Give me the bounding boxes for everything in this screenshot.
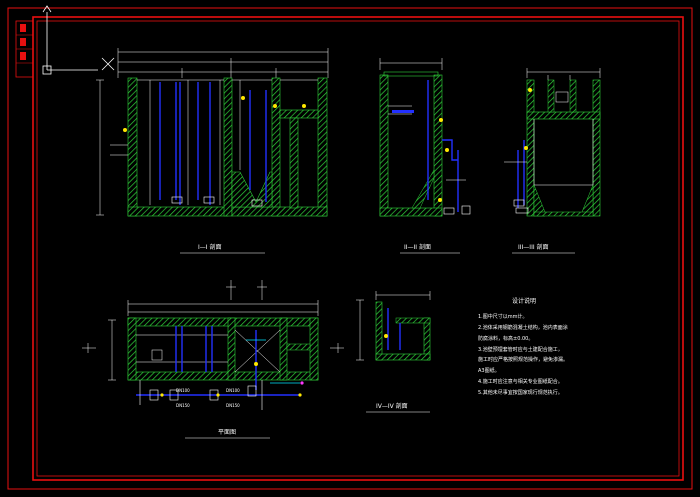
plan-pipe-label-1: DN100	[176, 388, 190, 393]
section-1-drawing: I—I 剖面	[96, 48, 329, 254]
plan-pipe-label-2: DN150	[176, 403, 190, 408]
section-1-title: I—I 剖面	[198, 243, 221, 251]
note-line-1: 1.图中尺寸以mm计。	[478, 313, 528, 320]
title-strip	[15, 20, 34, 78]
ucs-axis-icon	[42, 5, 115, 75]
note-line-7: 4.施工时应注意与相关专业图纸配合。	[478, 378, 563, 385]
section-4-drawing: IV—IV 剖面	[356, 291, 431, 413]
note-line-5: 施工时应严格按照规范操作，避免渗漏。	[478, 356, 568, 363]
note-line-8: 5.其他未尽事宜按国家现行规范执行。	[478, 389, 563, 396]
section-2-drawing: II—II 剖面	[379, 58, 471, 254]
plan-view-drawing: DN100 DN150 DN100 DN150 平面图	[82, 280, 344, 439]
section-3-drawing: III—III 剖面	[504, 68, 601, 254]
note-line-2: 2.池体采用钢筋混凝土结构，池内表面涂	[478, 324, 568, 331]
design-notes: 设计说明 1.图中尺寸以mm计。 2.池体采用钢筋混凝土结构，池内表面涂 防腐涂…	[478, 297, 568, 396]
note-line-4: 3.池壁预埋套管时应与土建配合施工，	[478, 346, 563, 353]
drawing-frame	[7, 7, 693, 490]
notes-title: 设计说明	[512, 297, 536, 305]
note-line-6: A3图纸。	[478, 367, 500, 374]
section-3-title: III—III 剖面	[518, 243, 549, 251]
note-line-3: 防腐涂料，标高±0.00。	[478, 335, 533, 342]
plan-view-title: 平面图	[218, 429, 236, 436]
plan-pipe-label-4: DN150	[226, 403, 240, 408]
plan-pipe-label-3: DN100	[226, 388, 240, 393]
section-2-title: II—II 剖面	[404, 243, 431, 251]
section-4-title: IV—IV 剖面	[376, 402, 408, 410]
